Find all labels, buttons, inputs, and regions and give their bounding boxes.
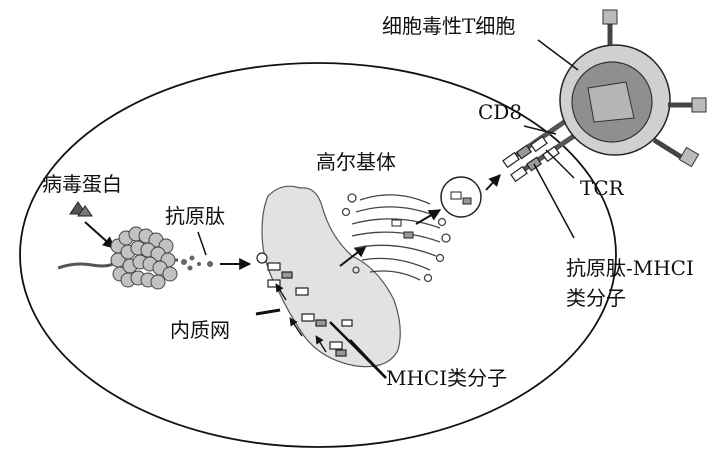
- label-leader-lines: [255, 39, 579, 379]
- tcr-mhc-complex: [502, 115, 582, 183]
- endoplasmic-reticulum-label: 内质网: [170, 318, 230, 342]
- tcr-label: TCR: [580, 176, 624, 200]
- er-transport-arrows: [275, 283, 327, 353]
- peptide-pointer: [197, 231, 207, 256]
- arrow-golgi-to-vesicle: [415, 209, 442, 225]
- cytotoxic-t-cell: [559, 9, 707, 168]
- cd8-label: CD8: [478, 100, 523, 124]
- golgi-apparatus: [341, 193, 451, 283]
- arrow-vesicle-to-membrane: [485, 174, 501, 191]
- peptide-fragments: [181, 255, 213, 271]
- mhc-class-i-label: MHCI类分子: [386, 366, 508, 390]
- mhc-in-golgi: [391, 219, 414, 239]
- peptide-mhc-complex-label-line2: 类分子: [566, 286, 626, 310]
- peptide-mhc-complex-label-line1: 抗原肽-MHCI: [566, 256, 694, 280]
- viral-protein-icon: [69, 201, 93, 217]
- arrow-protein-to-proteasome: [84, 221, 115, 249]
- antigen-peptide-label: 抗原肽: [165, 204, 225, 228]
- cytotoxic-t-cell-label: 细胞毒性T细胞: [382, 14, 516, 38]
- arrow-er-to-golgi: [339, 245, 367, 267]
- viral-protein-label: 病毒蛋白: [42, 172, 122, 196]
- golgi-label: 高尔基体: [316, 150, 396, 174]
- mhc-in-vesicle: [450, 191, 472, 205]
- proteasome: [110, 226, 178, 290]
